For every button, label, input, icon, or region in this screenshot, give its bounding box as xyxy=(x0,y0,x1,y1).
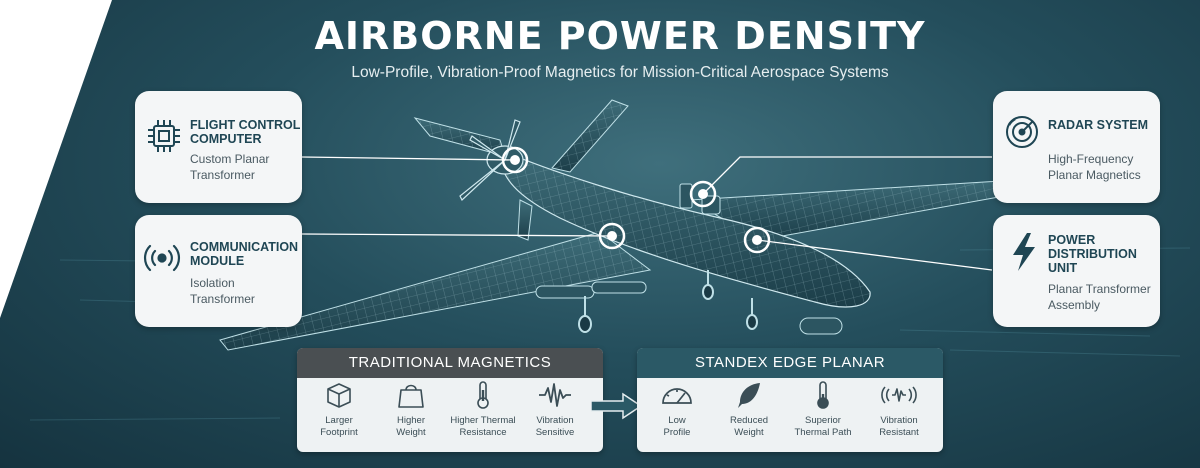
cube-icon xyxy=(327,383,351,408)
card-description: Custom Planar Transformer xyxy=(190,152,270,182)
arrow-right-icon xyxy=(591,392,643,420)
page-subtitle: Low-Profile, Vibration-Proof Magnetics f… xyxy=(351,64,889,81)
card-flight-control-computer: FLIGHT CONTROL COMPUTER Custom Planar Tr… xyxy=(135,91,302,203)
panel-heading: TRADITIONAL MAGNETICS xyxy=(297,348,603,378)
feather-icon xyxy=(738,383,760,408)
callout-node-comm xyxy=(598,222,626,250)
gauge-icon xyxy=(662,388,692,404)
thermometer-icon xyxy=(477,381,489,409)
weight-bag-icon xyxy=(398,384,424,408)
chip-icon xyxy=(148,120,180,152)
card-description: Isolation Transformer xyxy=(190,276,255,306)
thermometer-icon xyxy=(817,381,829,409)
vibration-wave-icon xyxy=(539,383,571,407)
card-title: FLIGHT CONTROL COMPUTER xyxy=(190,118,301,146)
card-description: Planar Transformer Assembly xyxy=(1048,282,1151,312)
callout-node-radar xyxy=(689,180,717,208)
card-power-distribution-unit: POWER DISTRIBUTION UNIT Planar Transform… xyxy=(993,215,1160,327)
vibration-resistant-icon xyxy=(881,386,917,404)
card-title: POWER DISTRIBUTION UNIT xyxy=(1048,233,1137,275)
card-description: High-Frequency Planar Magnetics xyxy=(1048,152,1141,182)
card-radar-system: RADAR SYSTEM High-Frequency Planar Magne… xyxy=(993,91,1160,203)
callout-node-pdu xyxy=(743,226,771,254)
page-title: AIRBORNE POWER DENSITY xyxy=(314,14,926,58)
antenna-signal-icon xyxy=(143,244,181,272)
panel-heading: STANDEX EDGE PLANAR xyxy=(637,348,943,378)
callout-node-fcc xyxy=(501,146,529,174)
card-communication-module: COMMUNICATION MODULE Isolation Transform… xyxy=(135,215,302,327)
radar-icon xyxy=(1006,116,1038,148)
card-title: RADAR SYSTEM xyxy=(1048,118,1149,132)
card-title: COMMUNICATION MODULE xyxy=(190,240,299,268)
lightning-bolt-icon xyxy=(1013,233,1035,271)
